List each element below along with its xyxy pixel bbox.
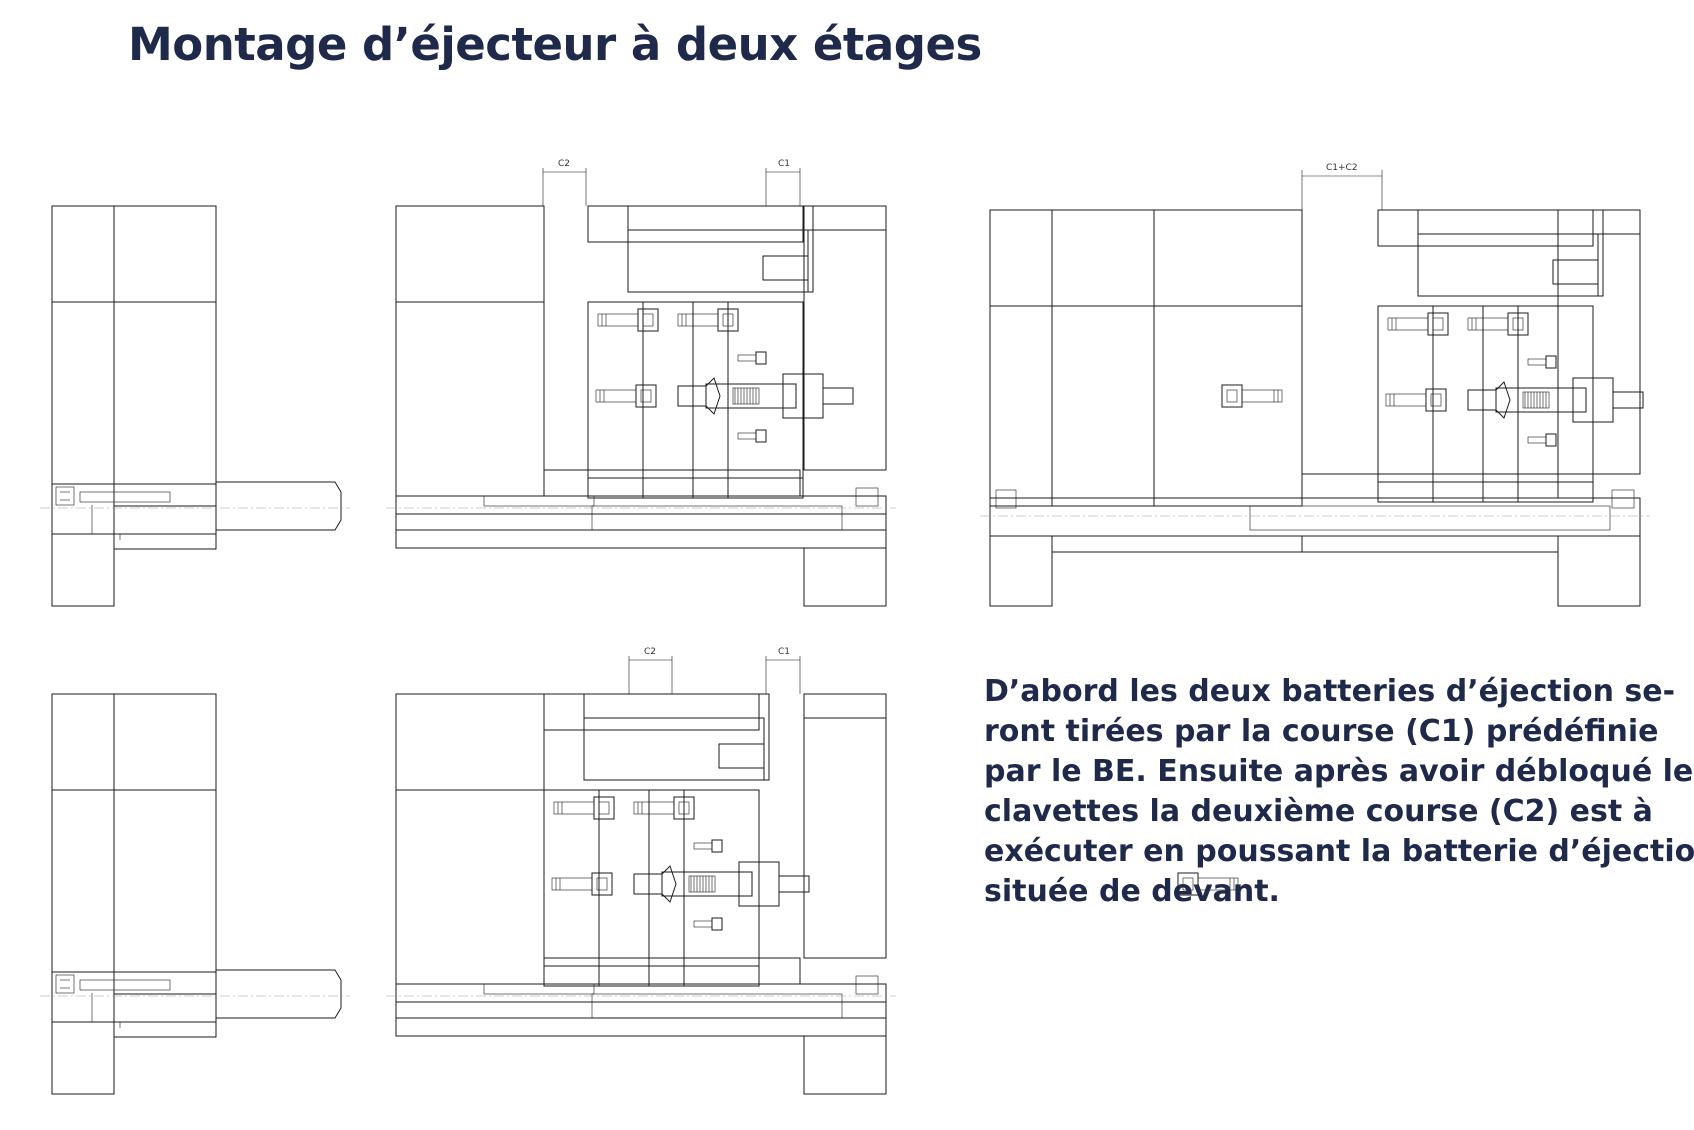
dimension-c1: C1: [765, 647, 801, 694]
drawing-bottom-left: C2 C1: [39, 647, 1238, 1095]
description-line: exécuter en poussant la batterie d’éject…: [984, 834, 1694, 869]
page-title: Montage d’éjecteur à deux étages: [128, 18, 982, 71]
description-line: située de devant.: [984, 874, 1280, 909]
svg-text:C2: C2: [558, 159, 570, 169]
dimension-c1: C1: [765, 159, 801, 206]
dimension-c1-c2: C1+C2: [1301, 163, 1383, 210]
dimension-c2: C2: [542, 159, 587, 206]
svg-text:C1: C1: [778, 647, 790, 657]
drawing-top-left: C2 C1: [39, 159, 1282, 607]
svg-text:C1: C1: [778, 159, 790, 169]
svg-text:C2: C2: [644, 647, 656, 657]
dimension-c2: C2: [628, 647, 673, 694]
description-line: par le BE. Ensuite après avoir débloqué …: [984, 754, 1694, 789]
svg-text:C1+C2: C1+C2: [1326, 163, 1358, 173]
description-line: D’abord les deux batteries d’éjection se…: [984, 674, 1676, 709]
description-line: clavettes la deuxième course (C2) est à: [984, 794, 1653, 829]
description-line: ront tirées par la course (C1) prédéfini…: [984, 714, 1659, 749]
description: D’abord les deux batteries d’éjection se…: [984, 672, 1694, 912]
drawing-top-right: C1+C2: [980, 163, 1694, 607]
